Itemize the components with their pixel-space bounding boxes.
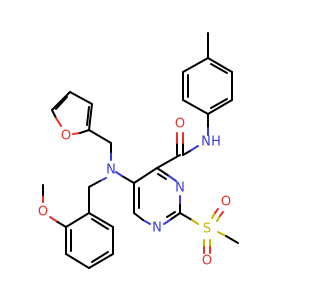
bond-c2-s	[191, 219, 199, 225]
bond-furan	[72, 132, 81, 135]
atom-sulfonyl-oxygen-bottom: O	[202, 254, 212, 269]
bond-s-methyl	[217, 231, 227, 237]
bond-benzene	[65, 212, 90, 228]
bond-pyrimidine	[169, 212, 181, 221]
bond-furan	[69, 91, 93, 105]
bond-furan-double	[55, 96, 68, 110]
bond-tolyl-ring	[182, 99, 209, 115]
bond-furan	[51, 109, 57, 119]
bond-pyrimidine	[133, 167, 158, 184]
bond-pyrimidine	[156, 167, 170, 177]
bond-amine-ch2-benzyl	[88, 180, 101, 188]
bond-benzene	[65, 253, 90, 269]
atom-pyrimidine-n1: N	[152, 221, 162, 236]
bond-c5-amine	[121, 175, 135, 184]
bond-furan	[88, 103, 93, 131]
bond-tolyl-ring	[207, 99, 233, 115]
bond-benzene-double	[91, 218, 109, 230]
bonds	[42, 32, 239, 269]
atom-sulfonyl-sulfur: S	[203, 222, 211, 237]
bond-furan	[79, 129, 90, 134]
atoms: O N O N H O N N S O O	[38, 117, 231, 269]
bond-furan-double	[86, 106, 90, 126]
bond-pyrimidine-double	[166, 211, 176, 218]
atom-pyrimidine-n3: N	[175, 181, 185, 196]
bond-benzene-methoxy	[49, 216, 57, 222]
bond-pyrimidine	[163, 219, 171, 225]
bond-benzene	[88, 212, 114, 228]
bond-pyrimidine	[142, 219, 151, 225]
bond-tolyl-ring	[182, 57, 209, 73]
bond-benzene-double	[91, 251, 109, 263]
atom-amine-nitrogen: N	[106, 163, 116, 178]
atom-sulfonyl-oxygen-top: O	[221, 195, 231, 210]
bond-s-o	[219, 211, 224, 217]
atom-amide-nitrogen: N	[201, 135, 211, 150]
bond-benzene	[88, 253, 114, 269]
bond-tolyl-double	[210, 63, 228, 74]
atom-furan-oxygen: O	[61, 129, 71, 144]
bond-carbonyl-c4	[156, 154, 181, 169]
bond-tolyl-ring	[207, 57, 233, 73]
bond-c5-amine	[115, 171, 123, 177]
bond-benzene-methoxy	[55, 220, 67, 228]
bond-ch2-furan	[88, 129, 112, 144]
bond-furan	[55, 117, 62, 127]
bond-s-o	[214, 208, 219, 214]
bond-pyrimidine	[133, 212, 144, 221]
bond-furan	[51, 91, 71, 111]
molecule-structure: O N O N H O N N S O O	[38, 32, 239, 269]
bond-amine-ch2-benzyl	[99, 177, 107, 182]
bond-pyrimidine-double	[157, 173, 167, 180]
atom-methoxy-oxygen: O	[38, 205, 48, 220]
bond-s-methyl	[225, 235, 239, 244]
bond-pyrimidine	[168, 175, 177, 182]
bond-nh-carbonyl	[182, 150, 191, 156]
bond-c2-s	[179, 212, 193, 221]
atom-amide-hydrogen: H	[211, 135, 221, 150]
bond-nh-carbonyl	[189, 145, 199, 152]
atom-carbonyl-oxygen: O	[175, 117, 185, 132]
bond-tolyl-double	[210, 98, 228, 109]
